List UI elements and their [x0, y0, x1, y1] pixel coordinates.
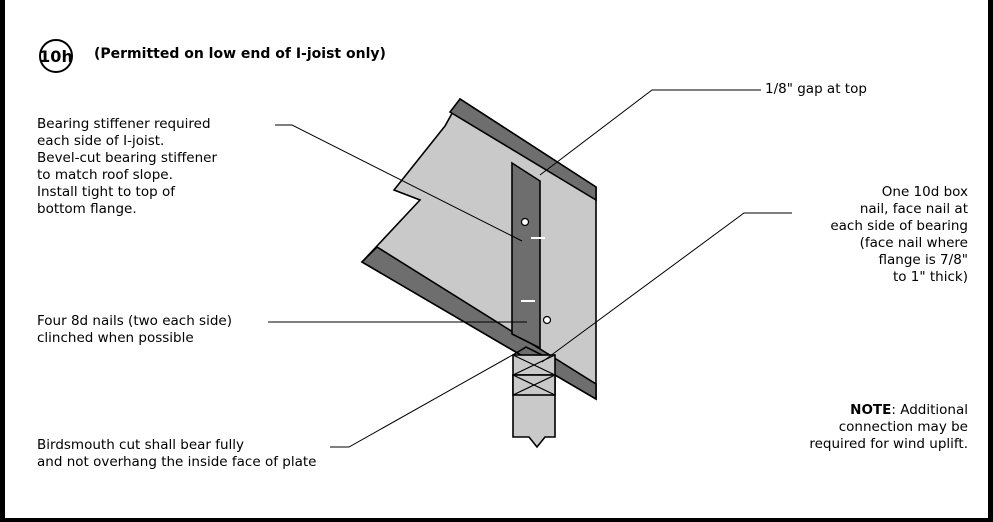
- leader-birdsmouth: [330, 347, 526, 448]
- bearing-stiffener: [511, 161, 541, 350]
- label-box-nail: One 10d box nail, face nail at each side…: [830, 184, 968, 285]
- i-joist-diagram: [268, 89, 792, 449]
- top-plate: [512, 354, 556, 396]
- i-joist-web: [360, 97, 597, 401]
- label-bearing-stiffener: Bearing stiffener required each side of …: [37, 116, 218, 217]
- nail-head: [520, 217, 530, 227]
- detail-number-badge: 10h: [39, 39, 73, 73]
- label-gap: 1/8" gap at top: [765, 81, 867, 97]
- top-flange: [448, 97, 597, 202]
- label-nails: Four 8d nails (two each side) clinched w…: [37, 313, 232, 346]
- label-birdsmouth: Birdsmouth cut shall bear fully and not …: [37, 437, 317, 470]
- label-wind-uplift-note: NOTE: Additional connection may be requi…: [809, 402, 968, 452]
- detail-heading: (Permitted on low end of I-joist only): [94, 46, 386, 62]
- nail-head: [542, 315, 552, 325]
- leader-gap: [539, 89, 761, 176]
- leader-box-nail: [541, 212, 792, 363]
- leader-bearing-stiffener: [275, 124, 523, 242]
